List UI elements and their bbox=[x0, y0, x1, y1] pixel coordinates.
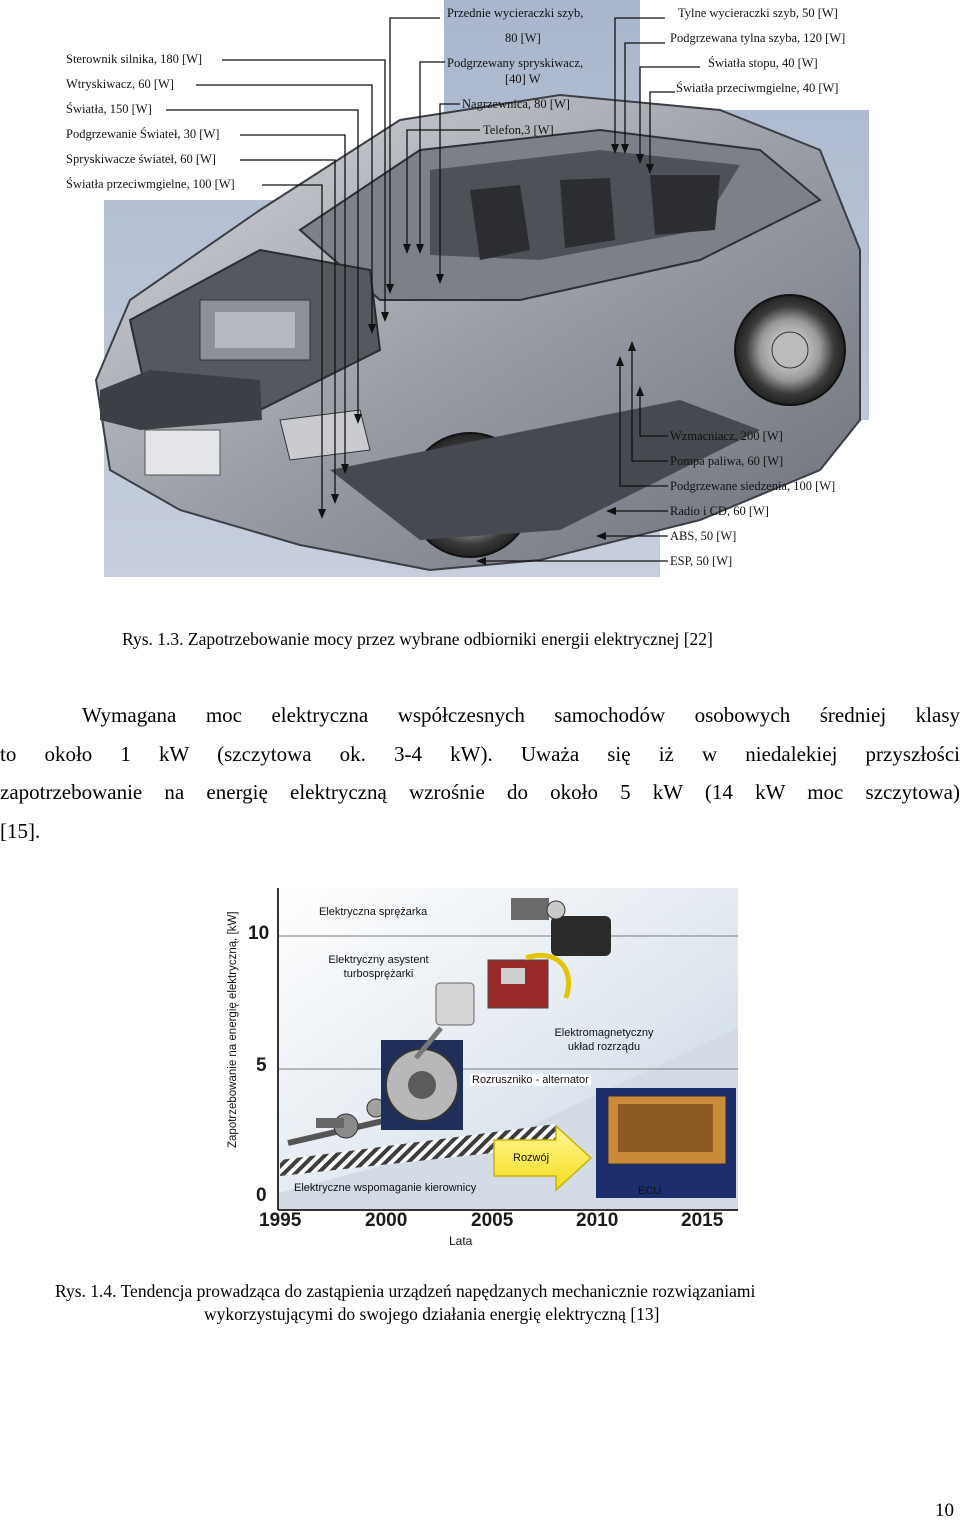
power-steering-illustration bbox=[287, 1098, 397, 1146]
label-light-washers: Spryskiwacze świateł, 60 [W] bbox=[66, 152, 216, 166]
label-engine-controller: Sterownik silnika, 180 [W] bbox=[66, 52, 203, 66]
label-abs: ABS, 50 [W] bbox=[670, 529, 737, 543]
annotation-ecu: ECU bbox=[638, 1185, 662, 1197]
body-paragraph: Wymagana moc elektryczna współczesnych s… bbox=[0, 696, 960, 850]
annotation-turbo-assistant: Elektryczny asystent turbosprężarki bbox=[328, 954, 429, 980]
car-power-figure: Sterownik silnika, 180 [W] Wtryskiwacz, … bbox=[0, 0, 960, 600]
paragraph-line-2: to około 1 kW (szczytowa ok. 3-4 kW). Uw… bbox=[0, 741, 960, 766]
annotation-starter-alternator: Rozruszniko - alternator bbox=[470, 1074, 591, 1086]
label-heated-seats: Podgrzewane siedzenia, 100 [W] bbox=[670, 479, 836, 493]
label-lights: Światła, 150 [W] bbox=[66, 102, 152, 116]
figure-caption-1-4-line-1: Rys. 1.4. Tendencja prowadząca do zastąp… bbox=[55, 1281, 756, 1301]
label-phone: Telefon,3 [W] bbox=[483, 123, 554, 137]
page-number: 10 bbox=[935, 1500, 954, 1521]
figure-caption-1-4-line-2: wykorzystującymi do swojego działania en… bbox=[204, 1304, 660, 1324]
ecu-illustration bbox=[596, 1088, 736, 1198]
label-brake-lights: Światła stopu, 40 [W] bbox=[708, 56, 818, 70]
label-fuel-pump: Pompa paliwa, 60 [W] bbox=[670, 454, 784, 468]
car-cutaway-illustration bbox=[94, 0, 869, 577]
label-front-wipers-power: 80 [W] bbox=[505, 31, 541, 45]
y-axis-label: Zapotrzebowanie na energię elektryczną, … bbox=[227, 911, 239, 1148]
label-heated-washer: Podgrzewany spryskiwacz, bbox=[447, 56, 584, 70]
label-rear-wipers: Tylne wycieraczki szyb, 50 [W] bbox=[678, 6, 838, 20]
label-radio-cd: Radio i CD, 60 [W] bbox=[670, 504, 769, 518]
label-heater: Nagrzewnica, 80 [W] bbox=[462, 97, 570, 111]
trend-chart-graphic bbox=[277, 888, 738, 1211]
label-injector: Wtryskiwacz, 60 [W] bbox=[66, 77, 174, 91]
valvetrain-illustration bbox=[487, 952, 572, 1009]
x-tick-1995: 1995 bbox=[259, 1210, 302, 1231]
annotation-valvetrain: Elektromagnetyczny układ rozrządu bbox=[554, 1027, 654, 1053]
annotation-development: Rozwój bbox=[513, 1152, 550, 1164]
y-tick-0: 0 bbox=[256, 1185, 267, 1206]
development-arrow bbox=[493, 1124, 593, 1192]
x-tick-2015: 2015 bbox=[681, 1210, 724, 1231]
starter-alternator-illustration bbox=[381, 1040, 463, 1130]
x-tick-2005: 2005 bbox=[471, 1210, 514, 1231]
label-heated-washer-power: [40] W bbox=[505, 72, 541, 86]
annotation-electric-compressor: Elektryczna sprężarka bbox=[319, 906, 428, 918]
y-tick-5: 5 bbox=[256, 1055, 267, 1076]
label-esp: ESP, 50 [W] bbox=[670, 554, 733, 568]
paragraph-line-1: Wymagana moc elektryczna współczesnych s… bbox=[82, 703, 960, 727]
label-amplifier: Wzmacniacz, 200 [W] bbox=[670, 429, 783, 443]
turbo-assistant-illustration bbox=[414, 982, 475, 1060]
electric-compressor-illustration bbox=[511, 898, 611, 956]
label-fog-lights-front: Światła przeciwmgielne, 100 [W] bbox=[66, 177, 235, 191]
paragraph-line-4: [15]. bbox=[0, 818, 41, 843]
y-tick-10: 10 bbox=[248, 923, 270, 944]
label-light-heating: Podgrzewanie Świateł, 30 [W] bbox=[66, 127, 220, 141]
power-demand-trend-chart: Zapotrzebowanie na energię elektryczną, … bbox=[226, 878, 740, 1250]
x-tick-2010: 2010 bbox=[576, 1210, 619, 1231]
paragraph-line-3: zapotrzebowanie na energię elektryczną w… bbox=[0, 780, 960, 804]
label-front-wipers: Przednie wycieraczki szyb, bbox=[447, 6, 584, 20]
label-heated-rear-window: Podgrzewana tylna szyba, 120 [W] bbox=[670, 31, 846, 45]
x-axis-label: Lata bbox=[449, 1234, 473, 1248]
figure-caption-1-3: Rys. 1.3. Zapotrzebowanie mocy przez wyb… bbox=[122, 629, 713, 649]
label-fog-lights-rear: Światła przeciwmgielne, 40 [W] bbox=[676, 81, 839, 95]
annotation-power-steering: Elektryczne wspomaganie kierownicy bbox=[294, 1182, 477, 1194]
x-tick-2000: 2000 bbox=[365, 1210, 408, 1231]
